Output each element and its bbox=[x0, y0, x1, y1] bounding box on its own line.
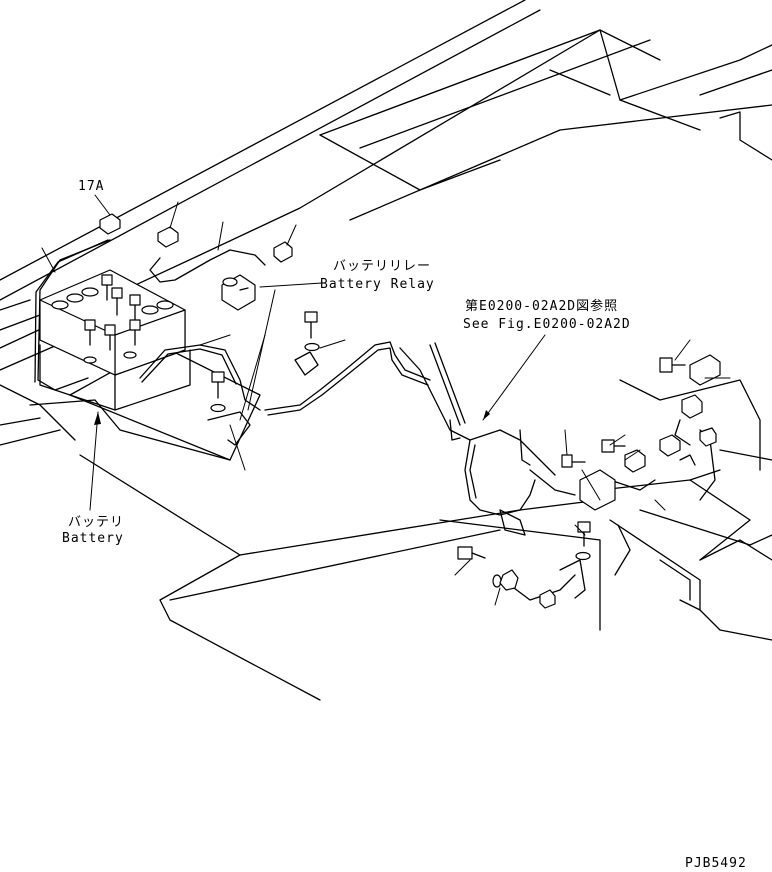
bolts bbox=[84, 274, 686, 560]
see-fig-label-jp: 第E0200-02A2D図参照 bbox=[465, 298, 618, 314]
labels: 17A バッテリリレー Battery Relay 第E0200-02A2D図参… bbox=[62, 179, 747, 871]
part-number-17a: 17A bbox=[78, 179, 104, 194]
see-fig-label-en: See Fig.E0200-02A2D bbox=[463, 317, 631, 332]
right-frame bbox=[599, 379, 772, 641]
connectors bbox=[99, 213, 721, 609]
battery-relay bbox=[221, 274, 256, 311]
leader-lines bbox=[41, 194, 731, 606]
clamps bbox=[207, 351, 696, 599]
battery-label-en: Battery bbox=[62, 531, 124, 546]
washers bbox=[83, 342, 591, 588]
drawing-code: PJB5492 bbox=[685, 856, 747, 871]
battery bbox=[39, 269, 191, 411]
arrowheads bbox=[94, 410, 490, 425]
battery-relay-label-en: Battery Relay bbox=[320, 277, 435, 292]
battery-label-jp: バッテリ bbox=[68, 515, 124, 530]
battery-relay-label-jp: バッテリリレー bbox=[333, 259, 431, 274]
